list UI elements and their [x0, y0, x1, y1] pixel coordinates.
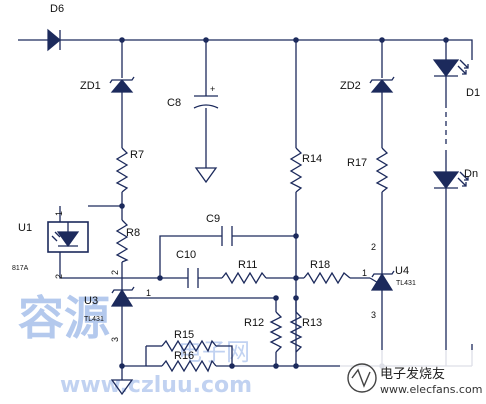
label-r15: R15: [174, 329, 194, 341]
optocoupler-u1: [47, 221, 89, 253]
led-dn: [432, 171, 469, 189]
junctions: [119, 37, 449, 369]
resistor-r16: [161, 359, 217, 373]
ground-symbol-bottom: [110, 379, 134, 396]
watermark: 容源 电子网 www.czluu.com: [18, 291, 252, 398]
label-zd2: ZD2: [340, 80, 361, 92]
label-c9: C9: [206, 213, 220, 225]
resistor-r8: [115, 219, 129, 263]
label-r8: R8: [126, 227, 140, 239]
label-r13: R13: [302, 317, 322, 329]
resistor-r7: [115, 147, 129, 193]
capacitor-c9: [221, 226, 233, 246]
label-r16: R16: [174, 350, 194, 362]
pin-u1-1: 1: [54, 211, 64, 216]
shunt-regulator-u3: [110, 282, 135, 307]
label-r17: R17: [347, 157, 367, 169]
pin-u1-2: 2: [54, 274, 64, 279]
pin-u4-2: 2: [371, 242, 376, 252]
label-u1-part: 817A: [12, 265, 29, 272]
diode-d6: [47, 28, 61, 52]
resistor-r17: [375, 147, 389, 193]
pin-u3-3: 3: [110, 337, 120, 342]
label-u3: U3: [84, 295, 98, 307]
label-r12: R12: [244, 317, 264, 329]
resistor-r18: [303, 271, 351, 285]
brand-url-text: www.elecfans.com: [380, 383, 482, 396]
label-d6: D6: [50, 3, 64, 15]
zener-zd2: [369, 76, 395, 93]
ground-symbol-c8: [194, 167, 218, 184]
led-d1: [432, 59, 469, 77]
watermark-url-text: www.czluu.com: [60, 373, 252, 398]
label-r18: R18: [310, 259, 330, 271]
label-dn: Dn: [464, 168, 478, 180]
label-r11: R11: [238, 259, 257, 271]
brand-text: 电子发烧友: [380, 366, 445, 382]
label-zd1: ZD1: [80, 80, 101, 92]
label-c10: C10: [176, 249, 196, 261]
resistor-r13: [289, 311, 303, 353]
label-d1: D1: [466, 87, 480, 99]
resistor-r12: [269, 311, 283, 353]
brand-watermark: 电子发烧友 www.elecfans.com: [340, 350, 486, 404]
label-u1: U1: [18, 222, 32, 234]
watermark-big-text: 容源: [18, 291, 110, 345]
label-u4: U4: [395, 265, 409, 277]
pin-r8-2: 2: [110, 270, 120, 275]
capacitor-c10: [187, 268, 199, 288]
capacitor-c8: [193, 95, 219, 109]
pin-u4-3: 3: [371, 310, 376, 320]
zener-zd1: [109, 76, 135, 93]
label-c8: C8: [167, 97, 181, 109]
label-c8-polarity: +: [210, 84, 215, 94]
label-u3-part: TL431: [84, 316, 104, 323]
resistor-r11: [221, 271, 267, 285]
shunt-regulator-u4: [369, 264, 395, 291]
brand-logo-icon: [347, 363, 377, 393]
pin-u3-1: 1: [146, 288, 151, 298]
resistor-r15: [161, 339, 217, 353]
label-r7: R7: [130, 149, 144, 161]
pin-u4-1: 1: [362, 268, 367, 278]
label-r14: R14: [302, 153, 322, 165]
resistor-r14: [289, 147, 303, 193]
label-u4-part: TL431: [396, 280, 416, 287]
